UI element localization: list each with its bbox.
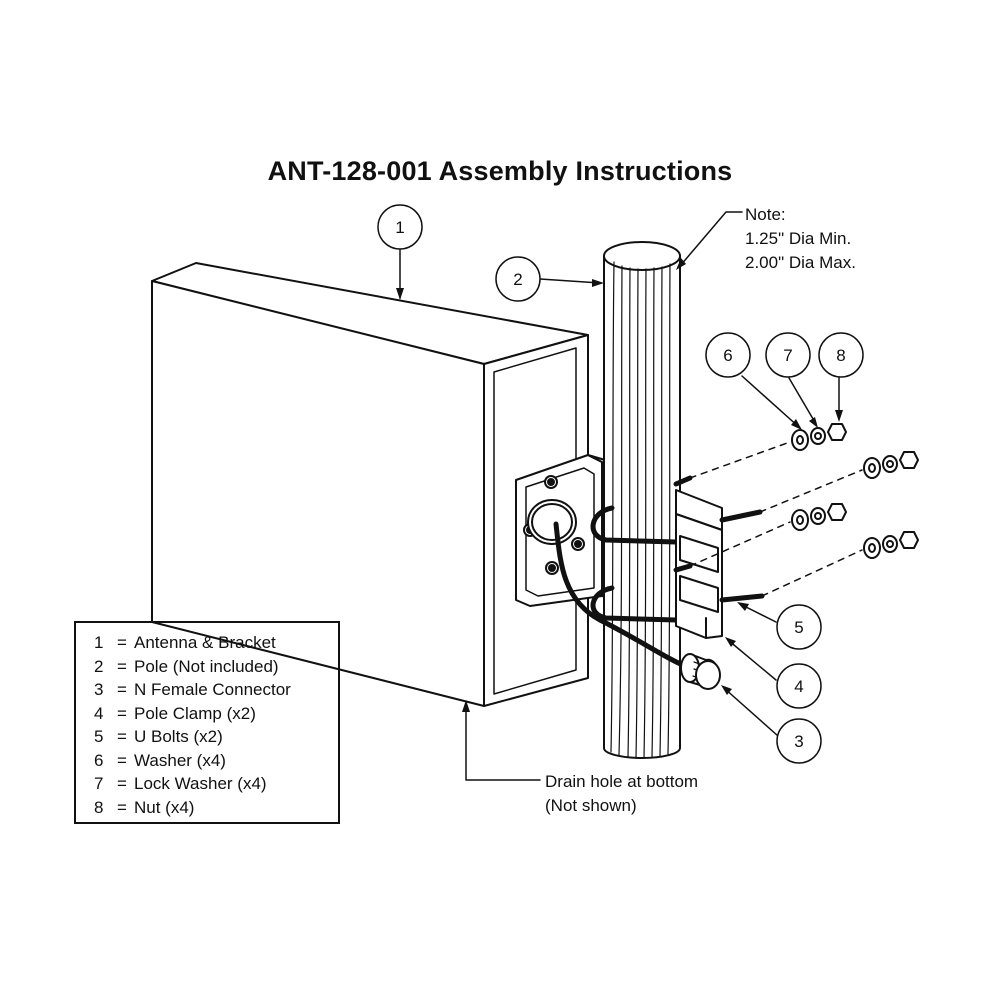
- n-female-connector: [680, 653, 721, 690]
- legend-item: 7=Lock Washer (x4): [94, 772, 338, 796]
- hardware-set-1: [791, 423, 847, 451]
- legend-number: 7: [94, 774, 104, 793]
- callout-2: 2: [513, 270, 522, 289]
- pole: [603, 241, 681, 759]
- legend-number: 3: [94, 680, 104, 699]
- legend-number: 6: [94, 750, 104, 770]
- legend-text: Nut (x4): [134, 797, 195, 817]
- legend-text: Antenna & Bracket: [134, 633, 276, 652]
- antenna-bracket: [515, 454, 613, 607]
- drain-line-2: (Not shown): [545, 796, 637, 815]
- callout-6: 6: [723, 346, 732, 365]
- legend-number: 1: [94, 633, 104, 652]
- u-bolt-threads: [673, 475, 765, 603]
- callout-4: 4: [794, 677, 803, 696]
- legend-item: 4=Pole Clamp (x2): [94, 702, 338, 726]
- legend-item: 1=Antenna & Bracket: [94, 631, 338, 655]
- legend-item: 3=N Female Connector: [94, 678, 338, 702]
- legend-number: 5: [94, 727, 104, 746]
- callout-5: 5: [794, 618, 803, 637]
- legend-item: 8=Nut (x4): [94, 796, 338, 820]
- callout-3: 3: [794, 732, 803, 751]
- antenna-body: [151, 262, 589, 707]
- hardware-set-4: [863, 531, 919, 559]
- hardware-set-3: [791, 503, 847, 531]
- legend-text: U Bolts (x2): [134, 727, 223, 746]
- diagram-title: ANT-128-001 Assembly Instructions: [267, 156, 733, 186]
- pole-clamp: [675, 489, 723, 639]
- legend-number: 2: [94, 656, 104, 676]
- legend-text: Lock Washer (x4): [134, 774, 267, 793]
- legend-number: 8: [94, 797, 104, 817]
- parts-legend: 1=Antenna & Bracket 2=Pole (Not included…: [74, 621, 340, 824]
- legend-item: 6=Washer (x4): [94, 749, 338, 773]
- callout-circles: [377, 204, 864, 764]
- pole-diameter-note: Note: 1.25" Dia Min. 2.00" Dia Max.: [745, 203, 856, 275]
- note-heading: Note:: [745, 205, 786, 224]
- connector-cable: [553, 521, 693, 671]
- drain-hole-note: Drain hole at bottom (Not shown): [545, 770, 698, 818]
- callout-7: 7: [783, 346, 792, 365]
- legend-number: 4: [94, 703, 104, 723]
- note-min-diameter: 1.25" Dia Min.: [745, 229, 852, 248]
- callout-1: 1: [395, 218, 404, 237]
- leader-lines: [396, 211, 843, 781]
- legend-item: 5=U Bolts (x2): [94, 725, 338, 749]
- legend-text: N Female Connector: [134, 680, 291, 699]
- assembly-dashed-lines: [689, 441, 863, 597]
- legend-text: Washer (x4): [134, 750, 226, 770]
- legend-item: 2=Pole (Not included): [94, 655, 338, 679]
- drain-line-1: Drain hole at bottom: [545, 772, 699, 791]
- callout-8: 8: [836, 346, 845, 365]
- note-max-diameter: 2.00" Dia Max.: [745, 253, 856, 272]
- legend-text: Pole Clamp (x2): [134, 703, 256, 723]
- hardware-set-2: [863, 451, 919, 479]
- legend-text: Pole (Not included): [134, 656, 279, 676]
- u-bolts: [590, 505, 679, 623]
